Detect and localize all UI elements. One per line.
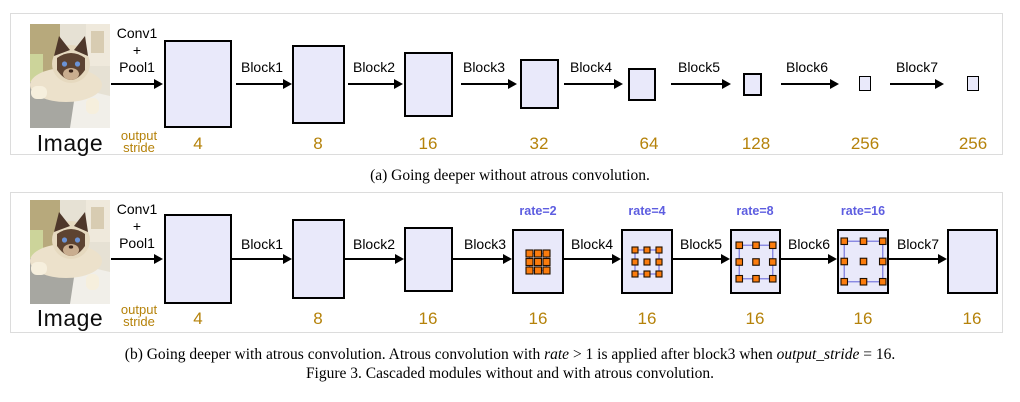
- stride-value: 16: [853, 309, 873, 328]
- feature-map-rate16: [837, 229, 889, 294]
- stride-value: 16: [745, 309, 765, 328]
- output-stride-line2: stride: [123, 313, 155, 329]
- block6-label: Block6: [787, 236, 831, 252]
- stride-value: 16: [637, 309, 657, 328]
- plus-text: +: [132, 42, 142, 58]
- arrow-conv1-icon: [111, 78, 163, 90]
- block1-label: Block1: [240, 59, 284, 75]
- atrous-rate4-pattern-icon: [631, 245, 663, 278]
- stride-value: 256: [850, 134, 880, 153]
- block4-label: Block4: [569, 59, 613, 75]
- atrous-rate16-pattern-icon: [839, 237, 887, 286]
- rate16-label: rate=16: [840, 204, 886, 218]
- arrow-block1-icon: [236, 78, 292, 90]
- arrow-block3-icon: [461, 78, 517, 90]
- output-stride-line2: stride: [123, 139, 155, 155]
- block1-label: Block1: [240, 236, 284, 252]
- block3-label: Block3: [463, 236, 507, 252]
- arrow-block6-icon: [781, 78, 839, 90]
- stride-value: 16: [418, 309, 438, 328]
- block6-label: Block6: [785, 59, 829, 75]
- arrow-block6-icon: [781, 253, 837, 265]
- feature-map-stride4: [164, 214, 232, 304]
- stride-value: 256: [958, 134, 988, 153]
- caption-b: (b) Going deeper with atrous convolution…: [0, 346, 1020, 364]
- feature-map-stride32: [520, 59, 559, 109]
- cat-input-photo: [30, 200, 110, 304]
- pool1-text: Pool1: [119, 235, 155, 251]
- conv1-pool1-label: Conv1 + Pool1: [109, 201, 165, 252]
- caption-b-text: > 1 is applied after block3 when: [569, 346, 777, 363]
- arrow-block4-icon: [564, 253, 621, 265]
- stride-value: 32: [529, 134, 549, 153]
- output-stride-label: output stride: [115, 302, 163, 329]
- math-rate: rate: [544, 346, 570, 363]
- cat-input-photo: [30, 24, 110, 128]
- image-label: Image: [36, 130, 104, 156]
- output-stride-line1: output: [120, 302, 158, 317]
- feature-map-rate8: [730, 229, 781, 294]
- stride-value: 128: [741, 134, 771, 153]
- stride-value: 8: [313, 134, 323, 153]
- rate8-label: rate=8: [736, 204, 774, 218]
- conv1-text: Conv1: [116, 201, 158, 217]
- block7-label: Block7: [895, 59, 939, 75]
- arrow-block7-icon: [889, 253, 947, 265]
- arrow-conv1-icon: [111, 253, 163, 265]
- stride-value: 8: [313, 309, 323, 328]
- feature-map-stride256-a: [859, 76, 871, 91]
- stride-value: 4: [193, 309, 203, 328]
- conv1-pool1-label: Conv1 + Pool1: [109, 25, 165, 76]
- feature-map-stride16: [404, 52, 453, 117]
- arrow-block4-icon: [564, 78, 623, 90]
- feature-map-rate4: [621, 229, 673, 294]
- feature-map-stride64: [628, 68, 656, 101]
- block2-label: Block2: [352, 59, 396, 75]
- arrow-block5-icon: [671, 78, 731, 90]
- stride-value: 16: [528, 309, 548, 328]
- atrous-rate8-pattern-icon: [734, 240, 777, 283]
- block2-label: Block2: [352, 236, 396, 252]
- panel-with-atrous: Image Conv1 + Pool1 output stride rate=2…: [10, 192, 1003, 333]
- feature-map-rate2: [512, 229, 564, 294]
- feature-map-stride4: [164, 40, 232, 128]
- pool1-text: Pool1: [119, 59, 155, 75]
- stride-value: 16: [418, 134, 438, 153]
- image-label: Image: [36, 305, 104, 331]
- stride-value: 4: [193, 134, 203, 153]
- block7-label: Block7: [896, 236, 940, 252]
- block4-label: Block4: [570, 236, 614, 252]
- feature-map-stride128: [743, 73, 762, 96]
- feature-map-stride8: [292, 219, 345, 299]
- block5-label: Block5: [679, 236, 723, 252]
- feature-map-output: [947, 229, 998, 294]
- atrous-rate2-pattern-icon: [525, 248, 551, 275]
- block5-label: Block5: [677, 59, 721, 75]
- plus-text: +: [132, 218, 142, 234]
- feature-map-stride8: [292, 45, 345, 124]
- caption-b-text: (b) Going deeper with atrous convolution…: [124, 346, 545, 363]
- math-output-stride: output_stride: [776, 346, 860, 363]
- output-stride-line1: output: [120, 128, 158, 143]
- arrow-block2-icon: [348, 78, 403, 90]
- caption-a: (a) Going deeper without atrous convolut…: [370, 167, 650, 184]
- arrow-block5-icon: [673, 253, 730, 265]
- arrow-block7-icon: [890, 78, 944, 90]
- figure-caption: Figure 3. Cascaded modules without and w…: [305, 365, 715, 382]
- rate2-label: rate=2: [519, 204, 557, 218]
- output-stride-label: output stride: [115, 128, 163, 155]
- stride-value: 16: [962, 309, 982, 328]
- rate4-label: rate=4: [628, 204, 666, 218]
- stride-value: 64: [639, 134, 659, 153]
- block3-label: Block3: [462, 59, 506, 75]
- caption-b-text: = 16.: [859, 346, 896, 363]
- feature-map-stride256-b: [967, 76, 979, 91]
- arrow-block2-icon: [345, 253, 404, 265]
- arrow-block1-icon: [232, 253, 292, 265]
- panel-without-atrous: Image Conv1 + Pool1 output stride Block1…: [10, 13, 1003, 156]
- feature-map-stride16: [404, 227, 453, 292]
- arrow-block3-icon: [453, 253, 512, 265]
- conv1-text: Conv1: [116, 25, 158, 41]
